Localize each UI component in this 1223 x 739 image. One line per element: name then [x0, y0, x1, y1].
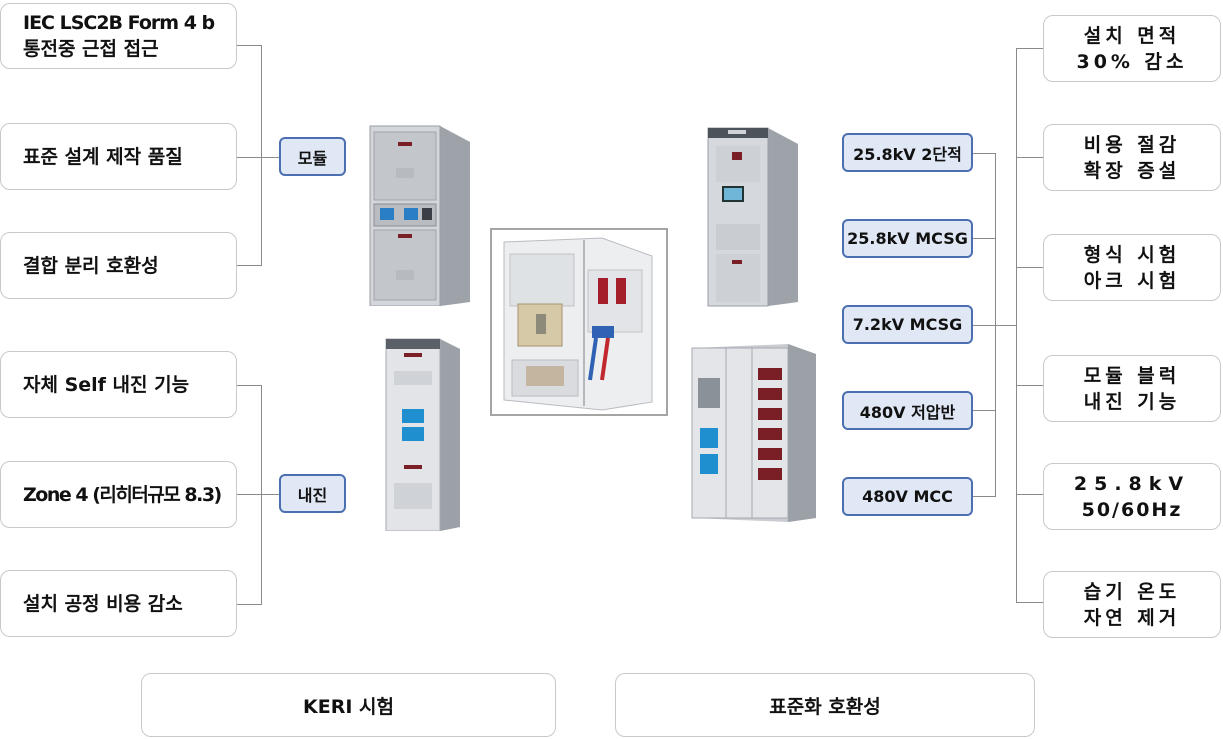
feature-box-self-seismic: 자체 Self 내진 기능 [0, 351, 237, 418]
feature-box-area: 설치 면적 30% 감소 [1043, 15, 1221, 82]
tag-seismic: 내진 [279, 474, 346, 513]
connector-line [972, 153, 996, 154]
feature-box-humidity: 습기 온도 자연 제거 [1043, 571, 1221, 638]
feature-text: 아크 시험 [1083, 269, 1181, 292]
feature-text: 설치 공정 비용 감소 [23, 592, 183, 615]
tag-25-8kv-2stack: 25.8kV 2단적 [842, 133, 973, 172]
connector-line [237, 604, 261, 605]
switchgear-cutaway-image [503, 237, 653, 411]
feature-text: 통전중 근접 접근 [23, 38, 159, 60]
feature-box-rating: 25.8kV 50/60Hz [1043, 463, 1221, 530]
connector-line [972, 325, 1016, 326]
seismic-switchgear-image [385, 338, 460, 531]
tag-480v-lv-panel: 480V 저압반 [842, 391, 973, 430]
bottom-box-standardization: 표준화 호환성 [615, 673, 1035, 737]
connector-line [972, 410, 996, 411]
feature-text: 25.8kV [1073, 472, 1191, 495]
feature-text: 결합 분리 호환성 [23, 254, 159, 277]
connector-line [237, 157, 261, 158]
feature-text: 50/60Hz [1081, 498, 1183, 521]
connector-line [1016, 602, 1044, 603]
feature-text: 설치 면적 [1083, 24, 1181, 47]
connector-line [261, 385, 262, 605]
feature-box-compat: 결합 분리 호환성 [0, 232, 237, 299]
connector-line [237, 494, 261, 495]
feature-box-quality: 표준 설계 제작 품질 [0, 123, 237, 190]
connector-line [1016, 48, 1017, 603]
feature-box-iec: IEC LSC2B Form 4 b 통전중 근접 접근 [0, 3, 237, 69]
feature-text: 형식 시험 [1083, 243, 1181, 266]
mcsg-switchgear-image [707, 127, 798, 307]
connector-line [972, 238, 996, 239]
connector-line [1016, 48, 1044, 49]
tag-480v-mcc: 480V MCC [842, 477, 973, 516]
connector-line [237, 385, 261, 386]
feature-text: 자체 Self 내진 기능 [23, 373, 190, 396]
connector-line [972, 496, 996, 497]
feature-box-module-block: 모듈 블럭 내진 기능 [1043, 355, 1221, 422]
feature-text: IEC LSC2B Form 4 b [23, 12, 215, 34]
connector-line [237, 45, 261, 46]
connector-line [261, 494, 280, 495]
feature-text: 내진 기능 [1083, 390, 1181, 413]
feature-text: 확장 증설 [1083, 159, 1181, 182]
connector-line [1016, 267, 1044, 268]
feature-text: 30% 감소 [1076, 50, 1188, 73]
feature-box-cost: 설치 공정 비용 감소 [0, 570, 237, 637]
connector-line [237, 265, 261, 266]
connector-line [1016, 157, 1044, 158]
tag-25-8kv-mcsg: 25.8kV MCSG [842, 219, 973, 258]
connector-line [1016, 385, 1044, 386]
connector-line [261, 45, 262, 266]
tag-7-2kv-mcsg: 7.2kV MCSG [842, 305, 973, 344]
tag-modular: 모듈 [279, 137, 346, 176]
bottom-box-keri-test: KERI 시험 [141, 673, 556, 737]
feature-text: 표준 설계 제작 품질 [23, 145, 183, 168]
feature-box-tests: 형식 시험 아크 시험 [1043, 234, 1221, 301]
connector-line [261, 157, 280, 158]
connector-line [1016, 494, 1044, 495]
mcc-switchgear-image [691, 344, 816, 522]
cutaway-image-frame [490, 228, 668, 416]
feature-box-zone4: Zone 4 (리히터규모 8.3) [0, 461, 237, 528]
feature-text: 비용 절감 [1083, 133, 1181, 156]
feature-text: Zone 4 (리히터규모 8.3) [23, 483, 222, 506]
feature-text: 모듈 블럭 [1083, 364, 1181, 387]
feature-text: 습기 온도 [1083, 580, 1181, 603]
feature-box-cost-expand: 비용 절감 확장 증설 [1043, 124, 1221, 191]
feature-text: 자연 제거 [1083, 606, 1181, 629]
modular-switchgear-image [369, 125, 470, 306]
